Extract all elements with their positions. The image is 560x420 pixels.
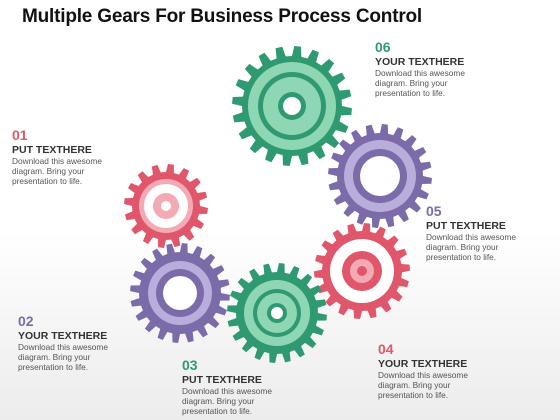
text-block-05: 05 PUT TEXTHERE Download this awesome di… xyxy=(426,203,560,263)
step-description: Download this awesome diagram. Bring you… xyxy=(378,370,468,400)
step-number: 06 xyxy=(375,39,391,55)
gear-ring-2 xyxy=(360,156,400,196)
step-description: Download this awesome diagram. Bring you… xyxy=(426,232,516,262)
step-heading: PUT TEXTHERE xyxy=(182,374,262,386)
gear-03 xyxy=(227,263,327,363)
gear-ring-2 xyxy=(163,276,197,310)
step-number: 02 xyxy=(18,313,34,329)
step-description: Download this awesome diagram. Bring you… xyxy=(182,386,272,416)
step-number: 01 xyxy=(12,127,28,143)
step-heading: YOUR TEXTHERE xyxy=(18,330,108,342)
step-heading: YOUR TEXTHERE xyxy=(378,358,468,370)
step-heading: PUT TEXTHERE xyxy=(426,220,506,232)
step-number: 04 xyxy=(378,341,394,357)
gear-01 xyxy=(124,164,208,248)
gear-ring-4 xyxy=(271,307,283,319)
step-heading: YOUR TEXTHERE xyxy=(375,56,465,68)
gear-ring-3 xyxy=(357,266,367,276)
gear-05 xyxy=(328,124,432,228)
text-block-06: 06 YOUR TEXTHERE Download this awesome d… xyxy=(375,39,515,99)
text-block-04: 04 YOUR TEXTHERE Download this awesome d… xyxy=(378,341,518,401)
text-block-02: 02 YOUR TEXTHERE Download this awesome d… xyxy=(18,313,158,373)
gear-04 xyxy=(314,223,410,319)
step-number: 03 xyxy=(182,357,198,373)
gear-06 xyxy=(232,46,352,166)
text-block-03: 03 PUT TEXTHERE Download this awesome di… xyxy=(182,357,322,417)
text-block-01: 01 PUT TEXTHERE Download this awesome di… xyxy=(12,127,152,187)
step-description: Download this awesome diagram. Bring you… xyxy=(375,68,465,98)
page-title: Multiple Gears For Business Process Cont… xyxy=(22,6,423,27)
step-description: Download this awesome diagram. Bring you… xyxy=(18,342,108,372)
gear-02 xyxy=(130,243,230,343)
step-description: Download this awesome diagram. Bring you… xyxy=(12,156,102,186)
gear-ring-4 xyxy=(283,97,301,115)
step-heading: PUT TEXTHERE xyxy=(12,144,92,156)
step-number: 05 xyxy=(426,203,442,219)
gear-ring-3 xyxy=(161,201,171,211)
